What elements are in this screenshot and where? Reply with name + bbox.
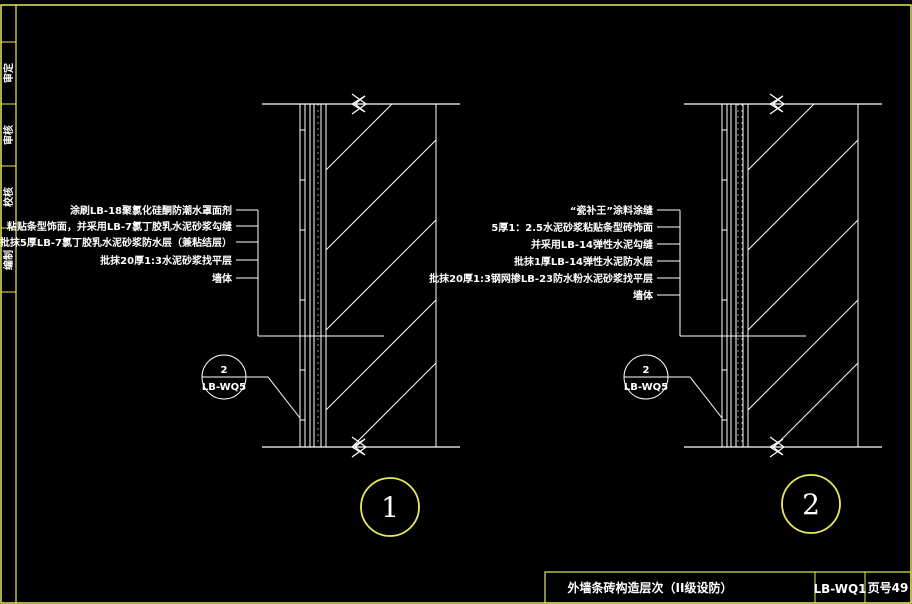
detail-2-callout: 2 LB-WQ5 xyxy=(623,354,723,419)
detail-1-callout-code: LB-WQ5 xyxy=(202,382,246,393)
break-line-bottom xyxy=(262,438,460,456)
detail-2-section: “瓷补王”涂料涂缝 5厚1：2.5水泥砂浆粘贴条型砖饰面 并采用LB-14弹性水… xyxy=(429,93,882,534)
detail-2-layer-1: “瓷补王”涂料涂缝 xyxy=(570,204,653,217)
drawing-code: LB-WQ1 xyxy=(813,582,866,596)
detail-1-number-circle: 1 xyxy=(360,477,420,537)
detail-1-callout-number: 2 xyxy=(221,365,228,376)
detail-1-layer-3: 批抹5厚LB-7氯丁胶乳水泥砂浆防水层（兼粘结层） xyxy=(0,236,232,249)
detail-2-layer-5: 批抹20厚1:3钢网掺LB-23防水粉水泥砂浆找平层 xyxy=(429,272,653,285)
detail-1-number: 1 xyxy=(381,491,399,524)
detail-2-layer-4: 批抹1厚LB-14弹性水泥防水层 xyxy=(514,255,653,268)
detail-2-callout-code: LB-WQ5 xyxy=(624,382,668,393)
detail-2-leaders xyxy=(657,209,806,337)
detail-1-leaders xyxy=(236,209,384,337)
drawing-title: 外墙条砖构造层次（II级设防） xyxy=(568,580,733,595)
strip-cell-check: 校核 xyxy=(2,187,15,207)
detail-2-number: 2 xyxy=(802,488,820,521)
detail-2-callout-number: 2 xyxy=(643,365,650,376)
strip-cell-draft: 编制 xyxy=(2,250,15,270)
page-number: 页号49 xyxy=(868,580,909,595)
detail-1-layer-5: 墙体 xyxy=(212,272,233,285)
strip-cell-review: 审核 xyxy=(2,125,15,145)
detail-1-layer-1: 涂刷LB-18聚氯化硅酮防潮水罩面剂 xyxy=(70,204,232,217)
detail-2-number-circle: 2 xyxy=(781,474,841,534)
strip-cell-approve: 审定 xyxy=(2,63,15,83)
wall-hatch xyxy=(747,103,859,448)
break-line-bottom xyxy=(684,438,882,456)
detail-1-section: 涂刷LB-18聚氯化硅酮防潮水罩面剂 粘贴条型饰面，并采用LB-7氯丁胶乳水泥砂… xyxy=(0,93,460,537)
break-line-top xyxy=(262,95,460,113)
detail-2-layer-6: 墙体 xyxy=(633,289,654,302)
detail-2-layer-3: 并采用LB-14弹性水泥勾缝 xyxy=(531,238,653,251)
detail-1-layer-4: 批抹20厚1:3水泥砂浆找平层 xyxy=(100,254,232,267)
title-block: 外墙条砖构造层次（II级设防） LB-WQ1 页号49 xyxy=(544,571,912,604)
wall-hatch xyxy=(325,103,437,448)
detail-2-layer-2: 5厚1：2.5水泥砂浆粘贴条型砖饰面 xyxy=(491,221,653,234)
detail-1-callout: 2 LB-WQ5 xyxy=(201,354,301,419)
detail-1-layer-2: 粘贴条型饰面，并采用LB-7氯丁胶乳水泥砂浆勾缝 xyxy=(7,220,232,233)
sign-off-strip: 审定 审核 校核 编制 xyxy=(0,41,17,293)
break-line-top xyxy=(684,95,882,113)
